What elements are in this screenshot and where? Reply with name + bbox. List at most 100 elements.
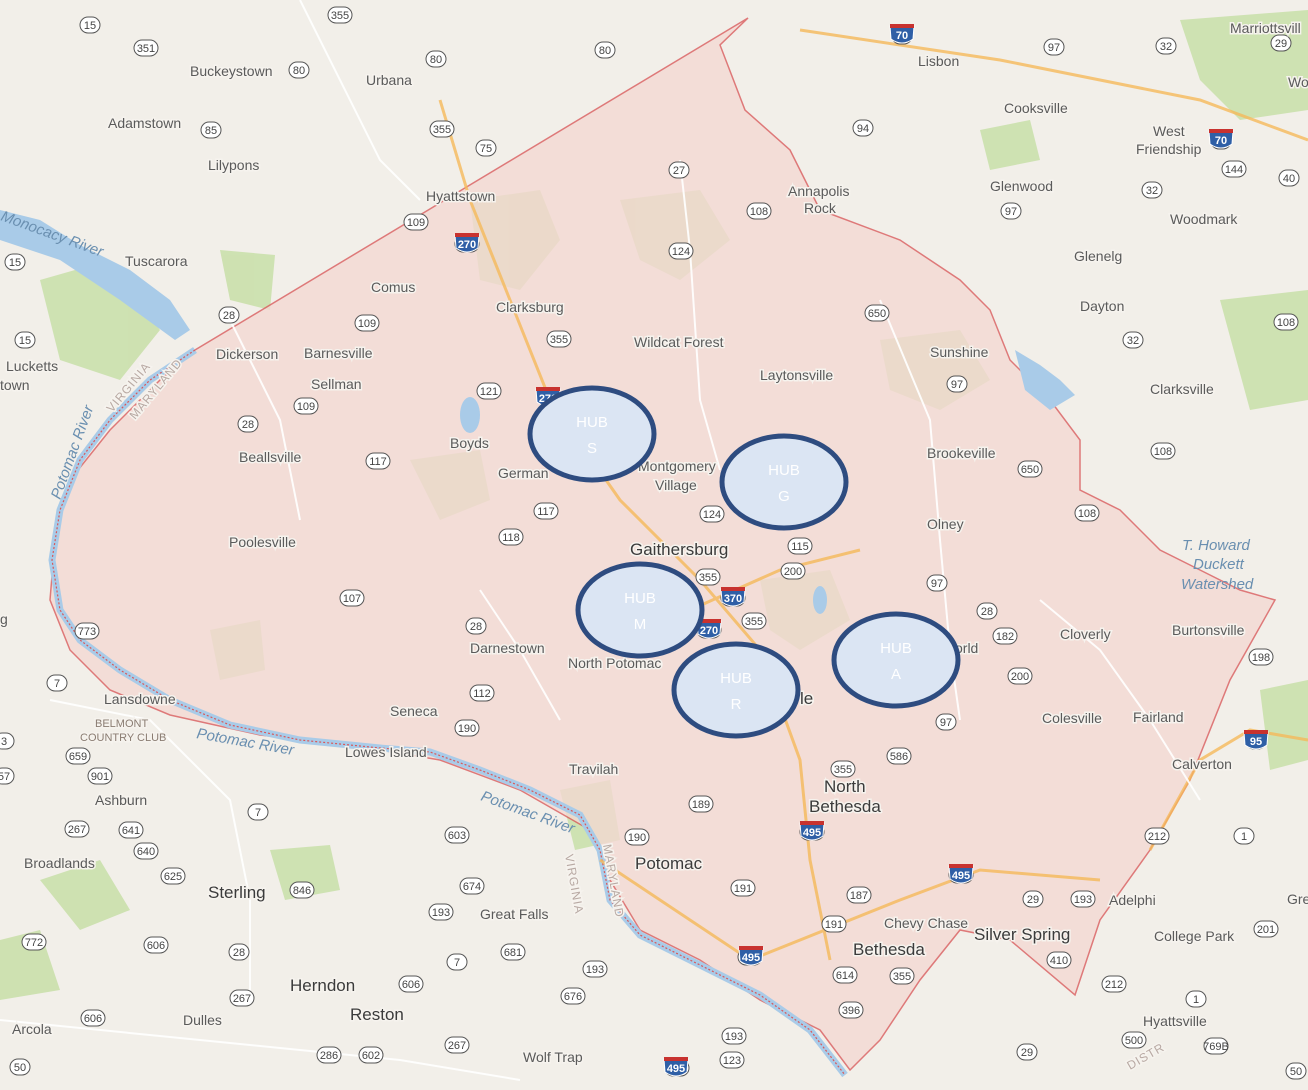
svg-text:3: 3 [1,736,7,748]
svg-text:109: 109 [407,217,425,229]
route-shield: 108 [746,202,772,220]
svg-text:144: 144 [1225,164,1243,176]
svg-text:7: 7 [255,807,261,819]
svg-text:267: 267 [448,1040,466,1052]
area-label: BELMONT [95,718,148,730]
svg-text:625: 625 [164,871,182,883]
svg-text:901: 901 [91,771,109,783]
svg-text:846: 846 [293,885,311,897]
route-shield: 396 [838,1001,864,1019]
svg-text:191: 191 [825,919,843,931]
svg-text:124: 124 [703,509,721,521]
route-shield: 107 [339,589,365,607]
place-label: Lisbon [918,53,959,69]
route-shield: 193 [428,903,454,921]
place-label: German [498,465,549,481]
place-label: Gre [1287,891,1308,907]
route-shield: 846 [289,881,315,899]
svg-text:97: 97 [940,717,952,729]
place-label: Annapolis [788,183,850,199]
svg-text:351: 351 [137,43,155,55]
svg-text:270: 270 [458,239,476,251]
route-shield: 191 [730,879,756,897]
hub-marker-s[interactable]: HUB S [527,385,657,483]
hub-letter: M [634,616,647,633]
place-label: le [800,689,813,708]
place-label: Boyds [450,435,489,451]
svg-text:80: 80 [293,65,305,77]
svg-text:650: 650 [868,308,886,320]
hub-letter: G [778,488,790,505]
interstate-shield: 95 [1243,730,1269,750]
svg-text:32: 32 [1160,41,1172,53]
route-shield: 267 [229,989,255,1007]
place-label: g [0,611,8,627]
route-shield: 50 [9,1058,31,1076]
route-shield: 606 [143,936,169,954]
place-label: Adelphi [1109,892,1156,908]
svg-text:115: 115 [791,541,809,553]
svg-text:28: 28 [242,419,254,431]
svg-text:193: 193 [432,907,450,919]
place-label: Darnestown [470,640,545,656]
svg-text:85: 85 [205,125,217,137]
route-shield: 641 [118,821,144,839]
hub-label: HUB [576,414,608,431]
svg-text:640: 640 [137,846,155,858]
svg-text:773: 773 [78,626,96,638]
place-label: Woodmark [1170,211,1238,227]
place-label: West [1153,123,1185,139]
place-label: Comus [371,279,415,295]
route-shield: 7 [46,674,68,692]
route-shield: 606 [398,975,424,993]
route-shield: 85 [200,121,222,139]
place-label: Clarksville [1150,381,1214,397]
svg-text:674: 674 [463,881,481,893]
place-label: Broadlands [24,855,95,871]
route-shield: 193 [1070,890,1096,908]
water-label: T. Howard [1182,537,1250,554]
svg-text:50: 50 [1290,1066,1302,1078]
route-shield: 32 [1155,37,1177,55]
svg-text:190: 190 [628,832,646,844]
svg-text:495: 495 [667,1063,685,1075]
svg-text:1: 1 [1241,831,1247,843]
svg-text:190: 190 [458,723,476,735]
route-shield: 355 [695,568,721,586]
svg-text:355: 355 [699,572,717,584]
svg-text:681: 681 [504,947,522,959]
route-shield: 94 [852,119,874,137]
svg-text:650: 650 [1021,464,1039,476]
route-shield: 355 [429,120,455,138]
svg-text:495: 495 [952,870,970,882]
svg-text:15: 15 [19,335,31,347]
route-shield: 15 [79,16,101,34]
interstate-shield: 495 [799,821,825,841]
svg-text:659: 659 [69,751,87,763]
route-shield: 351 [133,39,159,57]
route-shield: 1 [1185,990,1207,1008]
route-shield: 901 [87,767,113,785]
svg-text:29: 29 [1027,894,1039,906]
route-shield: 112 [469,684,495,702]
place-label: Travilah [569,761,618,777]
place-label: Marriottsvill [1230,20,1301,36]
svg-text:94: 94 [857,123,869,135]
svg-text:286: 286 [320,1050,338,1062]
route-shield: 198 [1248,648,1274,666]
place-label: Barnesville [304,345,373,361]
route-shield: 773 [74,622,100,640]
route-shield: 193 [721,1027,747,1045]
hub-letter: S [587,440,597,457]
route-shield: 75 [475,139,497,157]
place-label: Village [655,477,697,493]
svg-text:27: 27 [673,165,685,177]
svg-text:614: 614 [836,970,854,982]
svg-text:606: 606 [84,1013,102,1025]
place-label: Tuscarora [125,253,188,269]
